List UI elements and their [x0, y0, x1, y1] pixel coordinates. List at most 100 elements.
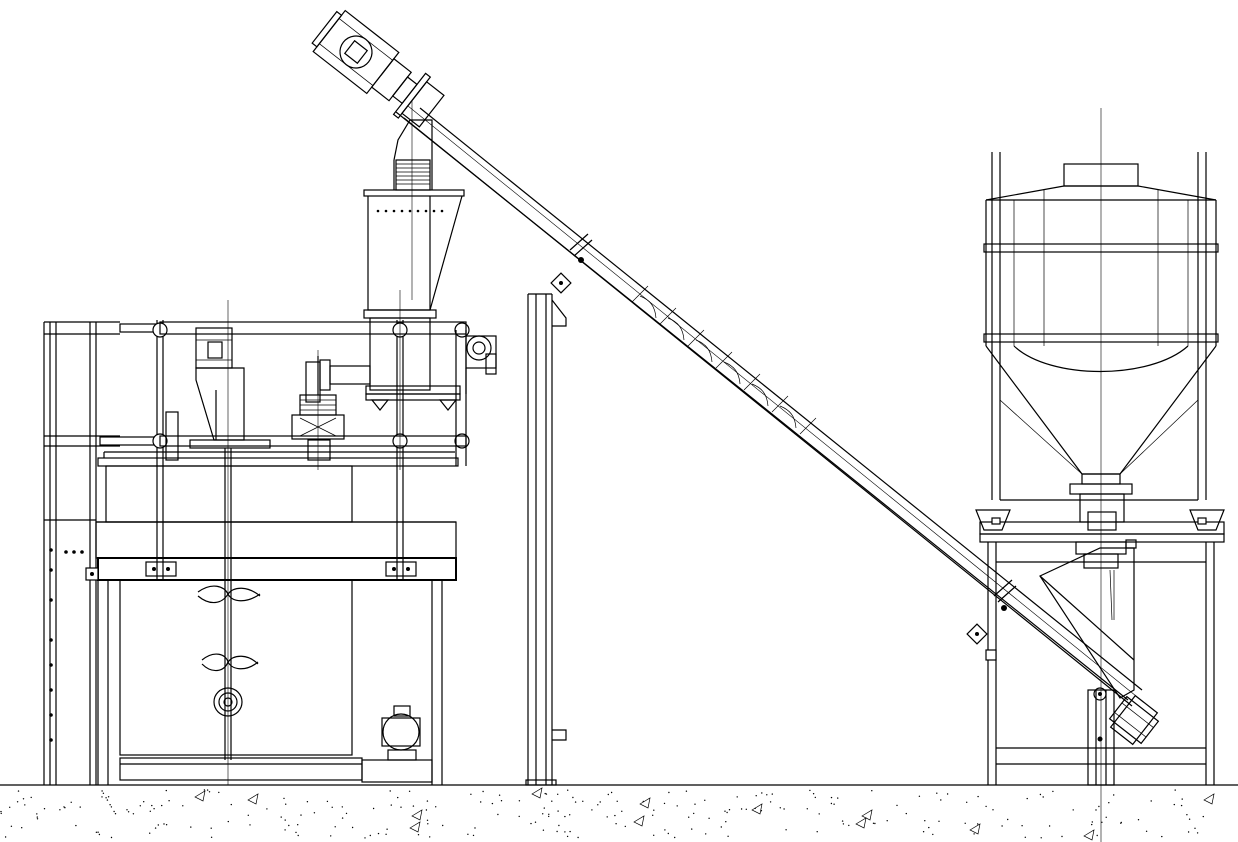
ground-dot — [918, 795, 921, 797]
ground-dot — [334, 826, 336, 828]
ground-dot — [9, 806, 11, 808]
ground-dot — [497, 813, 499, 816]
ground-dot — [132, 813, 135, 815]
ground-dot — [165, 824, 168, 826]
ground-dot — [1061, 835, 1063, 838]
ground-dot — [582, 800, 584, 802]
ground-dot — [107, 796, 110, 798]
ground-dot — [295, 831, 297, 834]
ground-dot — [369, 834, 371, 837]
ground-dot — [830, 796, 833, 799]
ground-dot — [114, 813, 117, 815]
ground-dot — [985, 805, 987, 808]
ground-dot — [113, 810, 115, 813]
ground-dot — [284, 819, 286, 821]
ground-dot — [1096, 834, 1098, 837]
ground-aggregate — [861, 809, 873, 821]
ground-dot — [470, 793, 472, 795]
ground-aggregate — [1083, 829, 1095, 841]
ground-dot — [1180, 804, 1183, 807]
ground-dot — [564, 815, 566, 818]
ground-dot — [491, 802, 494, 805]
ground-dot — [306, 801, 309, 803]
ground-aggregate — [751, 803, 763, 815]
ground-dot — [1101, 821, 1103, 823]
ground-dot — [534, 821, 537, 823]
ground-dot — [841, 820, 844, 822]
ground-dot — [569, 814, 571, 816]
guide-rods — [152, 320, 470, 580]
ground-dot — [708, 817, 710, 819]
ground-dot — [928, 826, 930, 829]
bellows-coupling — [395, 159, 431, 191]
ground-dot — [330, 835, 332, 837]
ground-dot — [208, 791, 211, 793]
ground-dot — [467, 833, 469, 835]
ground-dot — [653, 834, 655, 836]
ground-dot — [558, 824, 560, 827]
ground-dot — [973, 833, 975, 835]
ground-dot — [385, 833, 387, 835]
ground-dot — [1186, 814, 1188, 816]
ground-dot — [569, 830, 571, 833]
ground-dot — [1174, 789, 1176, 791]
ground-dot — [43, 808, 46, 810]
ground-dot — [691, 828, 693, 830]
ground-dot — [574, 801, 577, 803]
ground-dot — [1048, 825, 1051, 827]
ground-dot — [769, 801, 772, 803]
ground-dot — [157, 824, 159, 826]
ground-dot — [98, 833, 101, 836]
transfer-pump — [381, 705, 421, 761]
ground-dot — [1024, 836, 1027, 838]
ground-dot — [564, 831, 566, 833]
ground-dot — [977, 795, 979, 798]
ground-dot — [30, 796, 32, 799]
ground-dot — [745, 808, 747, 810]
ground-dot — [936, 792, 938, 794]
ground-dot — [190, 826, 192, 828]
ground-dot — [1196, 832, 1199, 834]
ground-dot — [154, 827, 157, 829]
ground-dot — [10, 825, 13, 827]
ground-dot — [992, 809, 994, 811]
ground-dot — [1137, 819, 1140, 821]
ground-dot — [109, 804, 111, 806]
ground-dot — [127, 811, 130, 813]
ground-dot — [110, 836, 113, 839]
ground-dot — [472, 834, 475, 837]
ground-dot — [872, 822, 875, 824]
ground-dot — [288, 824, 290, 827]
ground-dot — [474, 827, 476, 829]
ground-dot — [599, 801, 601, 803]
ground-dot — [653, 809, 655, 811]
ground-dot — [977, 823, 979, 825]
ground-dot — [543, 807, 545, 809]
ground-dot — [720, 826, 722, 828]
ground-dot — [390, 804, 392, 806]
ground-dot — [542, 829, 545, 831]
ground-dot — [1026, 797, 1028, 800]
ground-dot — [806, 808, 808, 810]
ground-dot — [285, 803, 287, 805]
ground-line — [0, 784, 1238, 841]
ground-hatch — [0, 787, 1215, 841]
ground-dot — [1007, 818, 1009, 821]
ground-dot — [435, 806, 437, 808]
ground-dot — [482, 790, 484, 793]
ground-dot — [408, 790, 411, 792]
ground-dot — [17, 790, 20, 792]
ground-dot — [940, 799, 942, 801]
ground-dot — [417, 834, 420, 836]
ground-dot — [442, 824, 444, 827]
ground-dot — [614, 814, 616, 817]
ground-dot — [557, 810, 559, 812]
ground-dot — [1091, 821, 1094, 823]
ground-dot — [818, 813, 820, 815]
ground-dot — [36, 813, 38, 815]
ground-dot — [397, 796, 399, 799]
ground-dot — [95, 831, 98, 833]
ground-dot — [814, 796, 816, 799]
ground-dot — [426, 819, 429, 821]
ground-dot — [766, 794, 768, 796]
